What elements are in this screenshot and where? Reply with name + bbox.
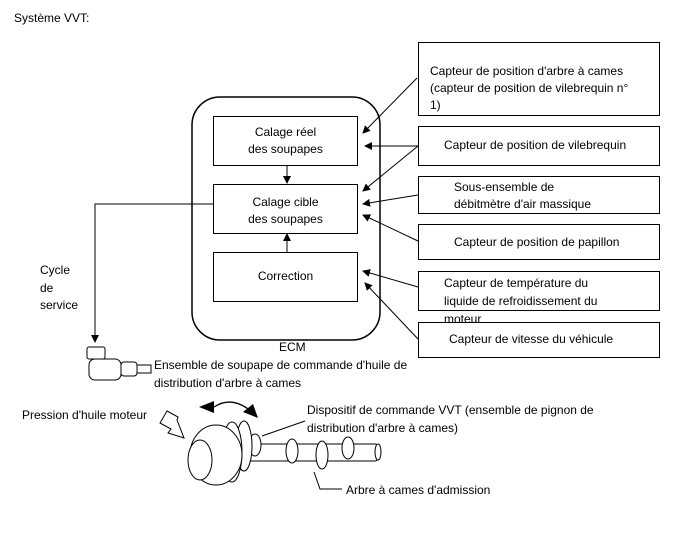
correction-box: Correction (213, 252, 358, 302)
vehicle-speed-sensor-label: Capteur de vitesse du véhicule (449, 332, 614, 346)
cam-position-sensor-line2: (capteur de position de vilebrequin n° (430, 81, 629, 95)
camshaft-drawing (187, 420, 382, 486)
intake-camshaft-label: Arbre à cames d'admission (346, 483, 491, 497)
throttle-position-sensor-box: Capteur de position de papillon (418, 224, 660, 260)
cam-position-sensor-line3: 1) (430, 98, 441, 112)
coolant-temperature-sensor-line1: Capteur de température du (444, 276, 589, 290)
actual-valve-timing-box: Calage réel des soupapes (213, 116, 358, 166)
coolant-temperature-sensor-box: Capteur de température du liquide de ref… (418, 271, 660, 326)
target-valve-timing-box: Calage cible des soupapes (213, 184, 358, 234)
cam-position-sensor-box: Capteur de position d'arbre à cames (cap… (418, 42, 660, 116)
throttle-position-sensor-label: Capteur de position de papillon (454, 235, 620, 249)
oil-pressure-arrow (159, 410, 185, 439)
duty-cycle-line2: de (40, 281, 54, 295)
coolant-temperature-sensor-line2: liquide de refroidissement du (444, 294, 598, 308)
ocv-label-line1: Ensemble de soupape de commande d'huile … (154, 358, 408, 372)
ocv-label-line2: distribution d'arbre à cames (154, 376, 302, 390)
duty-cycle-line3: service (40, 298, 79, 312)
ecm-frame (191, 96, 381, 341)
ocv-drawing (86, 346, 152, 381)
maf-sensor-line1: Sous-ensemble de (454, 180, 555, 194)
maf-sensor-line2: débitmètre d'air massique (454, 197, 592, 211)
page-title: Système VVT: (14, 11, 90, 25)
cam-position-sensor-line1: Capteur de position d'arbre à cames (430, 64, 624, 78)
crank-position-sensor-box: Capteur de position de vilebrequin (418, 126, 660, 166)
vvt-controller-line1: Dispositif de commande VVT (ensemble de … (307, 403, 594, 417)
target-valve-timing-line2: des soupapes (248, 212, 323, 226)
target-valve-timing-line1: Calage cible (252, 195, 319, 209)
oil-pressure-label: Pression d'huile moteur (22, 408, 148, 422)
maf-sensor-box: Sous-ensemble de débitmètre d'air massiq… (418, 176, 660, 214)
crank-position-sensor-label: Capteur de position de vilebrequin (444, 138, 627, 152)
correction-label: Correction (257, 269, 314, 283)
vehicle-speed-sensor-box: Capteur de vitesse du véhicule (418, 322, 660, 358)
ecm-label: ECM (279, 340, 306, 354)
actual-valve-timing-line1: Calage réel (254, 125, 317, 139)
actual-valve-timing-line2: des soupapes (248, 142, 323, 156)
duty-cycle-line1: Cycle (40, 263, 71, 277)
vvt-controller-line2: distribution d'arbre à cames) (307, 421, 459, 435)
